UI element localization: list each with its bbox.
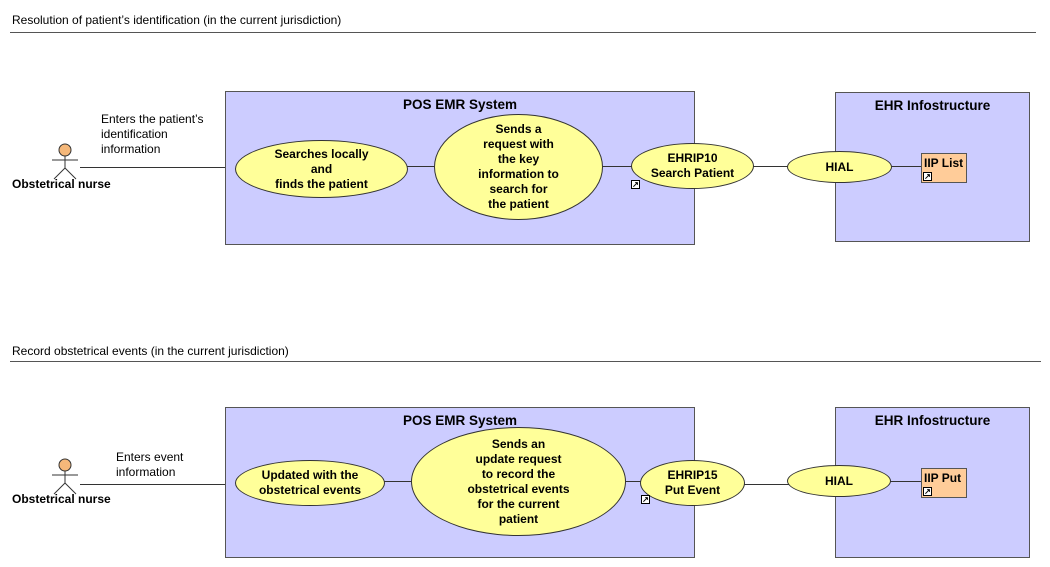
shortcut-icon: ↗ (923, 172, 932, 181)
actor-label: Obstetrical nurse (12, 492, 111, 506)
use-case-label: Searches locally and finds the patient (274, 146, 369, 191)
section-title: Record obstetrical events (in the curren… (12, 344, 289, 358)
use-case-updated[interactable]: Updated with the obstetrical events (235, 460, 385, 506)
connector-line (891, 166, 923, 167)
actor-icon[interactable] (48, 142, 82, 180)
connector-line (601, 166, 632, 167)
use-case-searches-locally[interactable]: Searches locally and finds the patient (235, 140, 408, 198)
use-case-hial[interactable]: HIAL (787, 151, 892, 183)
shortcut-icon: ↗ (631, 180, 640, 189)
interaction-label: EHRIP15 Put Event (664, 468, 721, 497)
connector-line (744, 484, 789, 485)
connector-line (625, 481, 641, 482)
box-title: EHR Infostructure (874, 98, 991, 113)
association-label: Enters the patient’s identification info… (101, 112, 204, 156)
use-case-sends-update[interactable]: Sends an update request to record the ob… (411, 427, 626, 536)
use-case-label: HIAL (825, 159, 854, 174)
box-title: POS EMR System (402, 413, 518, 428)
section-divider (10, 361, 1041, 362)
association-line (80, 484, 236, 485)
use-case-sends-request[interactable]: Sends a request with the key information… (434, 114, 603, 220)
association-label: Enters event information (116, 450, 184, 479)
use-case-label: Sends a request with the key information… (478, 122, 559, 211)
use-case-label: Updated with the obstetrical events (258, 468, 362, 497)
box-title: POS EMR System (402, 97, 518, 112)
interaction-label: EHRIP10 Search Patient (650, 151, 735, 180)
association-line (80, 167, 236, 168)
section-title: Resolution of patient’s identification (… (12, 13, 342, 27)
shortcut-icon: ↗ (923, 487, 932, 496)
component-label: IIP Put (924, 471, 962, 485)
section-divider (10, 32, 1036, 33)
connector-line (384, 481, 412, 482)
box-title: EHR Infostructure (874, 413, 991, 428)
use-case-label: Sends an update request to record the ob… (467, 436, 570, 526)
connector-line (407, 166, 435, 167)
interaction-ehrip15[interactable]: EHRIP15 Put Event (640, 460, 745, 506)
connector-line (753, 166, 789, 167)
interaction-ehrip10[interactable]: EHRIP10 Search Patient (631, 143, 754, 189)
use-case-label: HIAL (825, 473, 853, 488)
use-case-hial[interactable]: HIAL (787, 465, 891, 497)
shortcut-icon: ↗ (641, 495, 650, 504)
actor-icon[interactable] (48, 457, 82, 495)
actor-label: Obstetrical nurse (12, 177, 111, 191)
component-label: IIP List (924, 156, 964, 170)
connector-line (890, 481, 923, 482)
